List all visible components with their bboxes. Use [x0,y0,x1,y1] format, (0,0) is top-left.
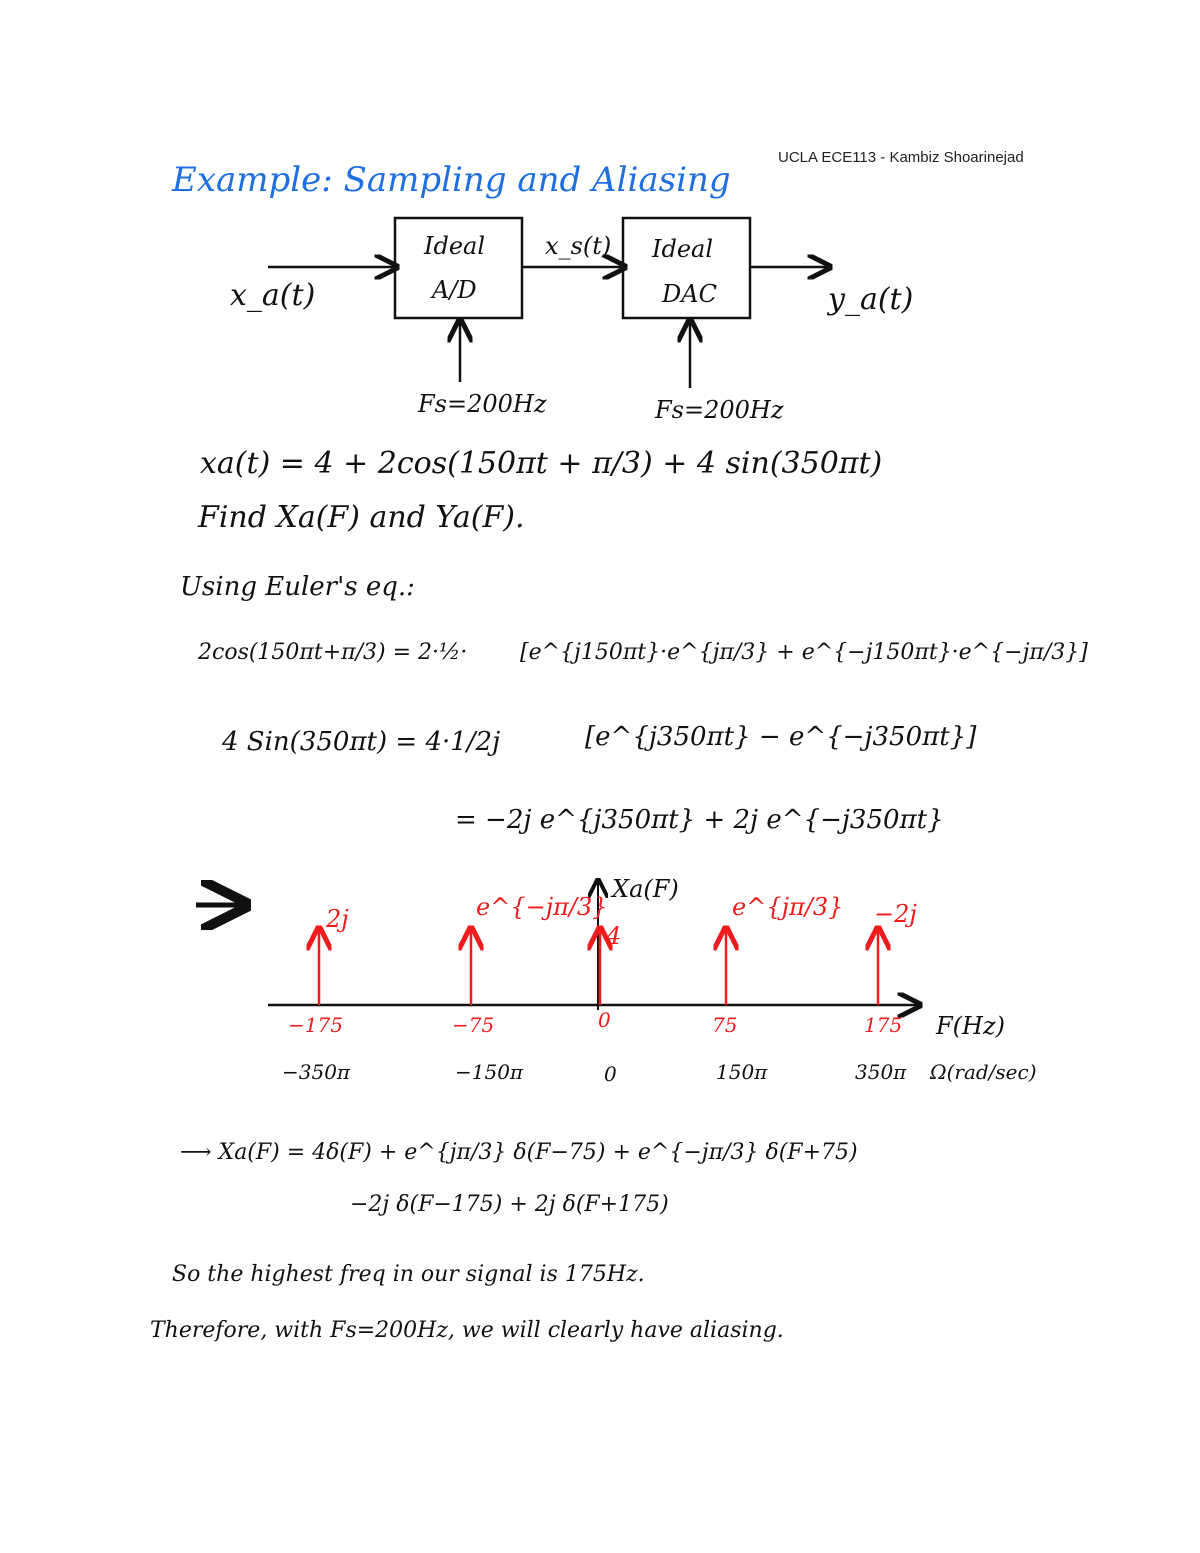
spectrum-plot [196,880,920,1010]
f-unit: F(Hz) [936,1012,1005,1040]
impulse-label: 4 [606,922,622,950]
ad-label-1: Ideal [424,232,486,260]
omega-tick: −350π [282,1060,351,1084]
dac-label-2: DAC [662,280,717,308]
sin-lhs: 4 Sin(350πt) = 4·1/2j [222,727,501,757]
sin-result: = −2j e^{j350πt} + 2j e^{−j350πt} [455,805,944,835]
result-line-1: ⟶ Xa(F) = 4δ(F) + e^{jπ/3} δ(F−75) + e^{… [180,1140,858,1165]
cos-lhs: 2cos(150πt+π/3) = 2·½· [198,640,468,665]
cos-rhs: [e^{j150πt}·e^{jπ/3} + e^{−j150πt}·e^{−j… [520,640,1088,665]
spectrum-axis-label: Xa(F) [612,875,679,903]
impulse-label: 2j [326,905,349,933]
block-diagram [268,216,830,388]
fs1-label: Fs=200Hz [418,390,547,418]
euler-intro: Using Euler's eq.: [180,572,415,602]
mid-label: x_s(t) [545,232,612,260]
omega-tick: 350π [855,1060,907,1084]
omega-unit: Ω(rad/sec) [930,1060,1037,1084]
signal-equation: xa(t) = 4 + 2cos(150πt + π/3) + 4 sin(35… [200,446,883,481]
ad-label-2: A/D [432,276,477,304]
f-tick: 75 [712,1013,738,1037]
output-label: y_a(t) [828,282,914,317]
fs2-label: Fs=200Hz [655,396,784,424]
f-tick: −175 [288,1013,343,1037]
conclusion-line-1: So the highest freq in our signal is 175… [172,1262,645,1287]
f-tick: −75 [452,1013,495,1037]
input-label: x_a(t) [230,278,316,313]
impulse-label: e^{jπ/3} [732,893,844,921]
result-line-2: −2j δ(F−175) + 2j δ(F+175) [350,1192,669,1217]
f-tick: 175 [864,1013,903,1037]
omega-tick: −150π [455,1060,524,1084]
find-statement: Find Xa(F) and Ya(F). [198,500,525,535]
page-header: UCLA ECE113 - Kambiz Shoarinejad [778,149,1024,166]
impulse-label: −2j [874,900,917,928]
conclusion-line-2: Therefore, with Fs=200Hz, we will clearl… [150,1318,784,1343]
impulse-label: e^{−jπ/3} [476,893,608,921]
sin-rhs: [e^{j350πt} − e^{−j350πt}] [585,722,977,752]
omega-tick: 0 [604,1062,617,1086]
dac-label-1: Ideal [652,235,714,263]
f-tick: 0 [598,1008,611,1032]
page-title: Example: Sampling and Aliasing [172,160,731,200]
omega-tick: 150π [716,1060,768,1084]
